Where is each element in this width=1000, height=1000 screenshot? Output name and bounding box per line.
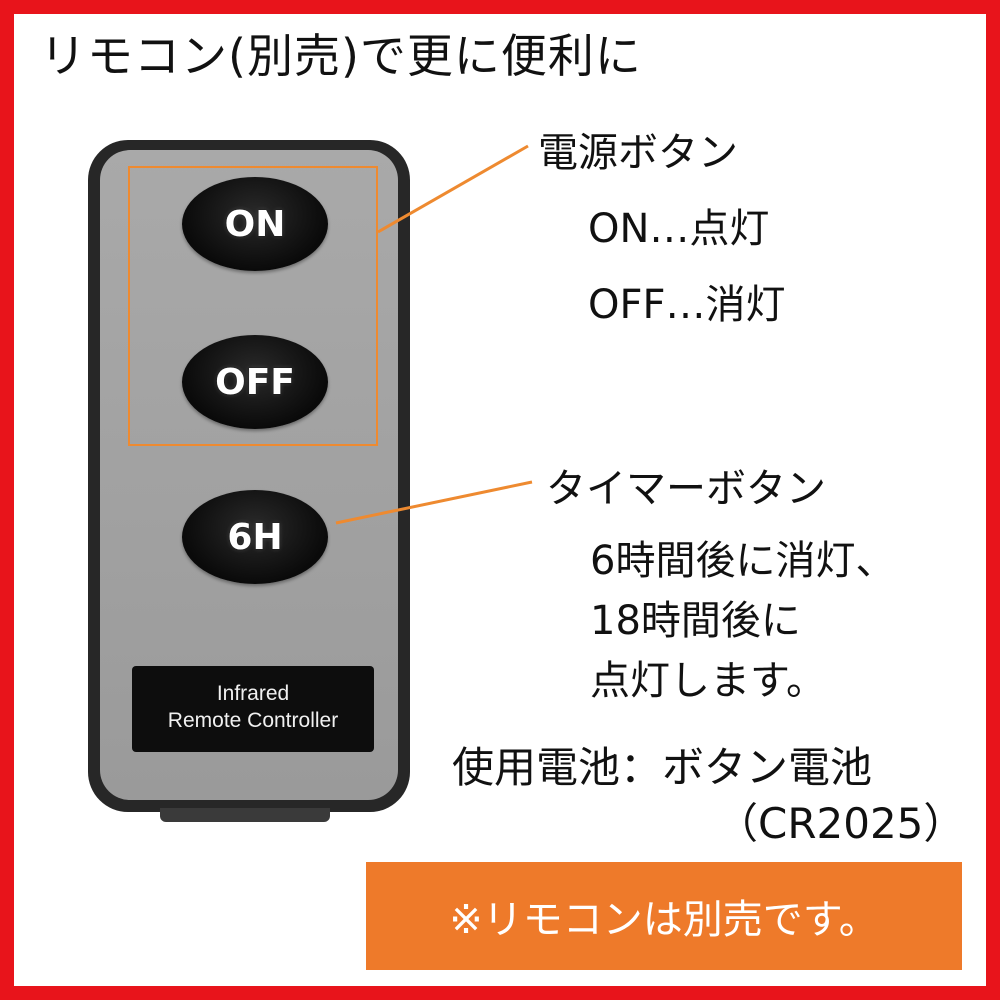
on-button[interactable]: ON xyxy=(182,177,328,271)
page-title: リモコン(別売)で更に便利に xyxy=(40,29,642,83)
plate-line-remote-controller: Remote Controller xyxy=(167,709,339,732)
on-description: ON…点灯 xyxy=(588,206,770,252)
sold-separately-notice: ※リモコンは別売です。 xyxy=(366,862,962,970)
battery-info: 使用電池：ボタン電池 xyxy=(452,743,873,792)
remote-label-plate: Infrared Remote Controller xyxy=(132,666,374,752)
off-button[interactable]: OFF xyxy=(182,335,328,429)
timer-description-line3: 点灯します。 xyxy=(590,658,826,704)
off-description: OFF…消灯 xyxy=(588,282,786,328)
timer-6h-button[interactable]: 6H xyxy=(182,490,328,584)
power-button-heading: 電源ボタン xyxy=(538,130,738,176)
timer-leader-line xyxy=(335,480,533,525)
battery-type: （CR2025） xyxy=(716,799,966,848)
power-buttons-highlight xyxy=(128,166,378,446)
timer-description-line1: 6時間後に消灯、 xyxy=(590,538,896,584)
timer-button-heading: タイマーボタン xyxy=(546,466,826,512)
plate-line-infrared: Infrared xyxy=(216,682,290,705)
remote-battery-slot xyxy=(160,808,330,822)
timer-description-line2: 18時間後に xyxy=(590,598,801,644)
power-leader-line xyxy=(377,144,529,234)
